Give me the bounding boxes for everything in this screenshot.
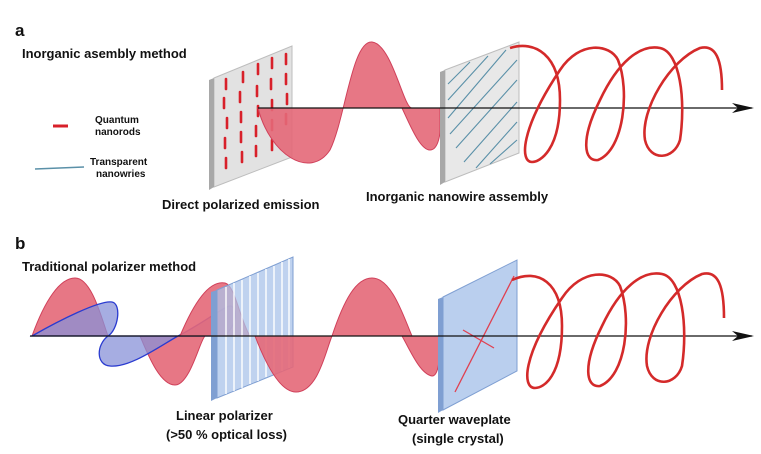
legend-nanowires-line1: Transparent [90,157,148,168]
caption-polarizer-line2: (>50 % optical loss) [166,427,287,442]
legend-nanorods-line2: nanorods [95,127,141,138]
circular-helix-b [511,272,726,390]
quarter-waveplate [438,259,518,413]
nanowire-legend-icon [34,166,85,170]
caption-direct-emission: Direct polarized emission [162,197,320,212]
circular-helix-a [509,44,724,164]
nanorod-emitter-plate [209,45,293,190]
linear-wave-b-3 [401,335,441,377]
panel-a: a Inorganic asembly method Quantum nanor… [15,21,754,212]
legend-nanowires-line2: nanowries [96,169,146,180]
panel-b-title: Traditional polarizer method [22,259,196,274]
linear-wave-a [257,41,413,164]
caption-nanowire-assembly: Inorganic nanowire assembly [366,189,549,204]
linear-wave-b-2 [331,277,413,337]
panel-a-letter: a [15,21,25,40]
linear-wave-b-1 [254,335,333,393]
panel-b-letter: b [15,234,25,253]
panel-b: b Traditional polarizer method [15,234,754,446]
nanowire-assembly-plate [440,41,520,185]
legend-nanorods-line1: Quantum [95,115,139,126]
legend: Quantum nanorods Transparent nanowries [34,115,148,180]
caption-polarizer-line1: Linear polarizer [176,408,273,423]
linear-wave-a-tail [401,107,441,151]
caption-waveplate-line1: Quarter waveplate [398,412,511,427]
panel-a-title: Inorganic asembly method [22,46,187,61]
caption-waveplate-line2: (single crystal) [412,431,504,446]
